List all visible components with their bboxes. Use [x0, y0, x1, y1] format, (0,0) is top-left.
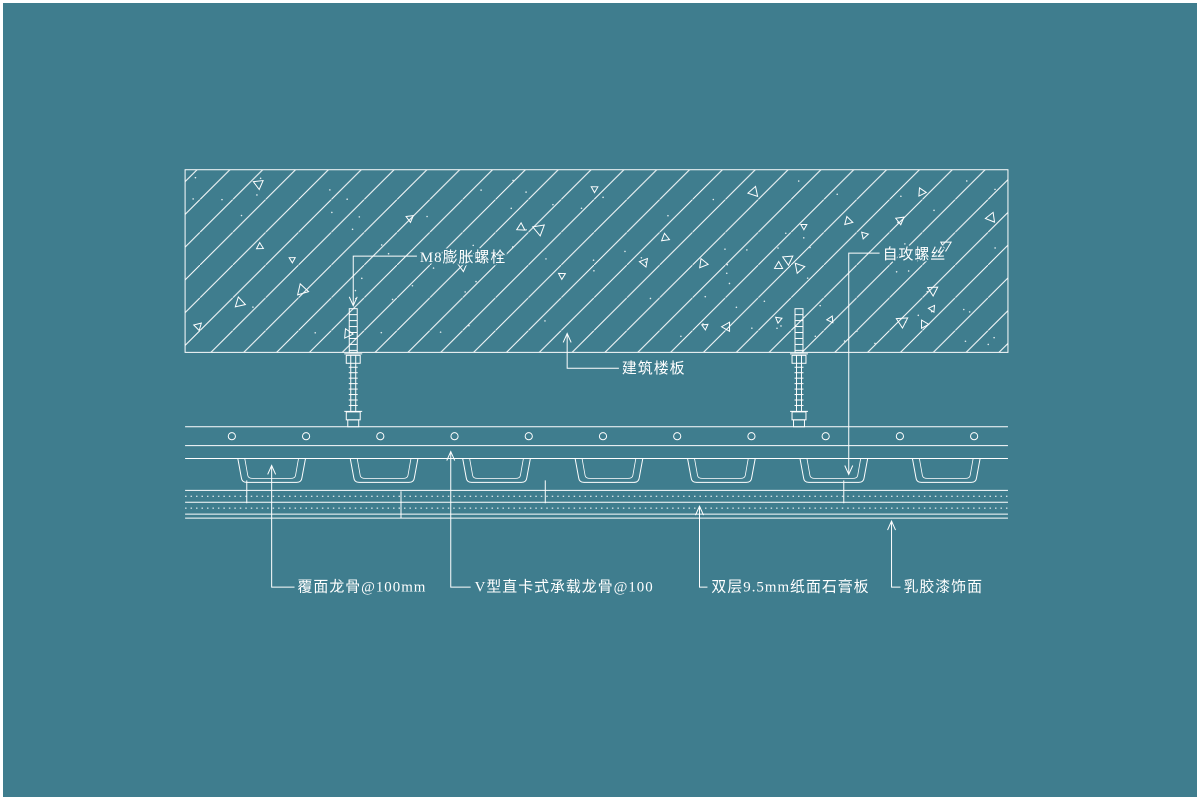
leader-expansion-bolt [348, 255, 417, 307]
leader-furring-channel [267, 464, 295, 588]
carrier-channel-holes [227, 432, 979, 441]
label-expansion-bolt: M8膨胀螺栓 [420, 249, 506, 266]
label-self-tapping-screw: 自攻螺丝 [883, 246, 947, 263]
label-building-slab: 建筑楼板 [622, 359, 686, 377]
label-furring-channel: 覆面龙骨@100mm [298, 579, 427, 596]
leader-v-carrier-channel [446, 450, 471, 588]
expansion-bolt-hanger-right [790, 308, 808, 428]
ceiling-detail-drawing: M8膨胀螺栓 自攻螺丝 建筑楼板 覆面龙骨@100mm V型直卡式承载龙骨@10… [184, 169, 1009, 597]
expansion-bolt-hanger-left [344, 308, 363, 428]
leader-latex-paint [887, 519, 901, 588]
concrete-hatch [185, 169, 1008, 353]
label-latex-paint: 乳胶漆饰面 [903, 579, 983, 596]
board-joints [246, 480, 845, 519]
leader-building-slab [562, 332, 619, 369]
furring-channel-sections [237, 458, 981, 483]
label-v-carrier-channel: V型直卡式承载龙骨@100 [475, 579, 654, 596]
drawing-geometry [184, 169, 1009, 588]
annotation-labels: M8膨胀螺栓 自攻螺丝 建筑楼板 覆面龙骨@100mm V型直卡式承载龙骨@10… [296, 245, 983, 597]
leader-gypsum-board [695, 504, 708, 588]
leader-self-tapping-screw [844, 252, 880, 476]
gypsum-board-layers [185, 480, 1008, 519]
concrete-aggregate-texture [192, 176, 996, 346]
label-gypsum-board: 双层9.5mm纸面石膏板 [711, 578, 869, 596]
